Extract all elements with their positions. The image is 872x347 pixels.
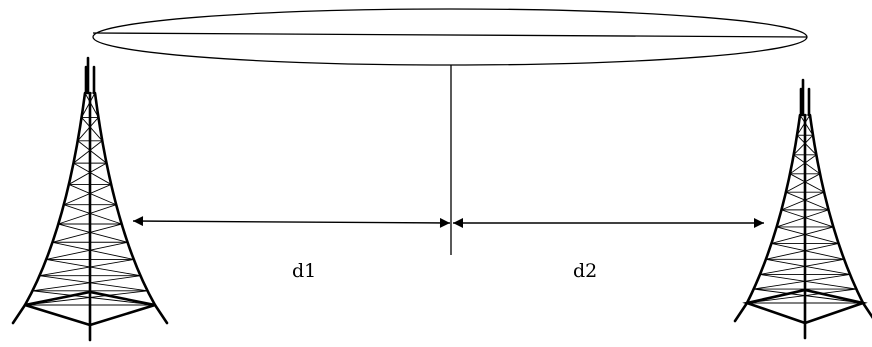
tower-leg-left bbox=[23, 91, 87, 307]
tower-brace bbox=[799, 114, 814, 136]
tower-brace bbox=[24, 290, 148, 306]
tower-brace bbox=[759, 258, 845, 275]
tower-brace bbox=[796, 114, 811, 136]
tower-brace bbox=[39, 259, 134, 277]
tower-brace bbox=[781, 209, 834, 228]
tower-leg-left bbox=[745, 113, 802, 305]
transmission-tower-icon bbox=[11, 56, 169, 342]
tower-brace bbox=[759, 274, 857, 290]
tower-brace bbox=[73, 162, 112, 185]
tower-brace bbox=[32, 275, 141, 292]
tower-brace bbox=[84, 92, 99, 118]
tower-leg-right bbox=[808, 113, 865, 305]
tower-foot bbox=[11, 303, 27, 325]
tower-leg-right bbox=[93, 91, 157, 307]
tower-brace bbox=[785, 191, 829, 211]
tower-brace bbox=[68, 162, 107, 185]
tower-foot bbox=[733, 301, 749, 323]
d1-label: d1 bbox=[292, 260, 316, 282]
tower-foot bbox=[153, 303, 169, 325]
tower-brace bbox=[77, 117, 99, 142]
tower-brace bbox=[32, 290, 156, 306]
tower-brace bbox=[52, 241, 134, 260]
tower-brace bbox=[58, 223, 128, 243]
tower-brace bbox=[63, 184, 112, 206]
tower-brace bbox=[746, 288, 857, 304]
tower-brace bbox=[776, 209, 829, 228]
tower-brace bbox=[765, 242, 839, 260]
tower-brace bbox=[785, 173, 821, 193]
tower-brace bbox=[63, 204, 122, 225]
tower-brace bbox=[765, 258, 851, 275]
tower-brace bbox=[39, 275, 148, 292]
tower-brace bbox=[793, 134, 814, 156]
tower-brace bbox=[81, 117, 103, 142]
tower-brace bbox=[793, 154, 821, 175]
tower-brace bbox=[52, 223, 122, 243]
tower-brace bbox=[753, 288, 864, 304]
tower-brace bbox=[796, 134, 817, 156]
line-of-sight bbox=[92, 32, 808, 38]
tower-brace bbox=[771, 242, 845, 260]
tower-brace bbox=[789, 154, 817, 175]
tower-brace bbox=[68, 184, 117, 206]
tower-brace bbox=[46, 259, 141, 277]
tower-brace bbox=[73, 140, 103, 164]
tower-brace bbox=[753, 274, 851, 290]
tower-brace bbox=[789, 173, 825, 193]
distance-arrow-d1 bbox=[132, 216, 451, 228]
tower-brace bbox=[781, 191, 825, 211]
tower-brace bbox=[58, 204, 117, 225]
tower-brace bbox=[776, 226, 839, 244]
tower-foot bbox=[861, 301, 872, 319]
tower-brace bbox=[46, 241, 128, 260]
tower-brace bbox=[771, 226, 834, 244]
tower-brace bbox=[81, 92, 96, 118]
tower-brace bbox=[77, 140, 107, 164]
transmission-tower-icon bbox=[733, 78, 872, 340]
d2-label: d2 bbox=[573, 260, 597, 282]
